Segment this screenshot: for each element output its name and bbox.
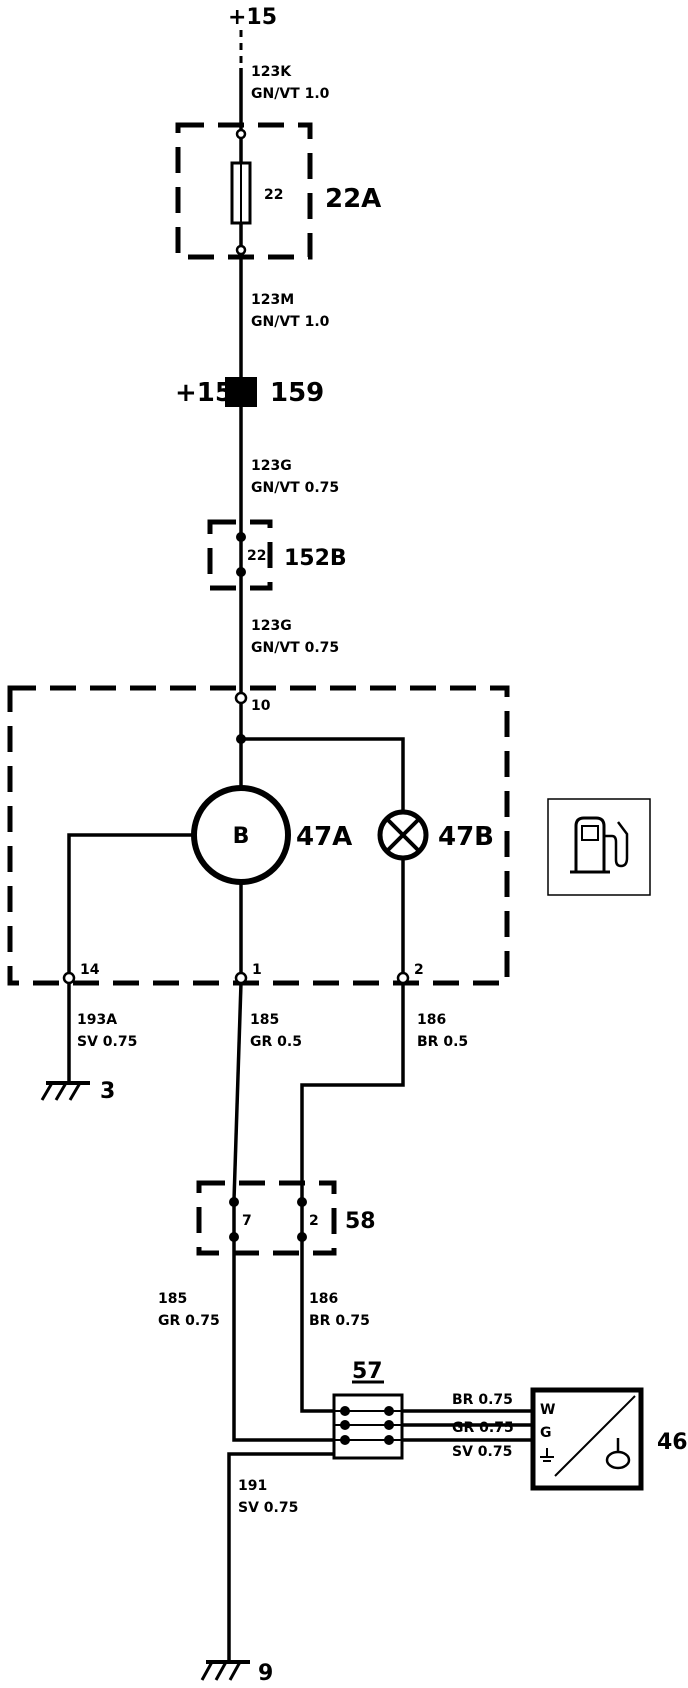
wire-123g-lower-code: 123G — [251, 618, 292, 634]
fuse-top-terminal — [235, 128, 247, 140]
fuse-bottom-terminal — [235, 244, 247, 256]
wire-191-spec: SV 0.75 — [238, 1500, 298, 1516]
junction-159: +15 159 — [175, 377, 324, 408]
wire-gr-to-46-label: GR 0.75 — [452, 1420, 514, 1436]
connector-58-id-label: 58 — [345, 1209, 376, 1234]
connector-152b-id-label: 152B — [284, 546, 347, 571]
wire-br-to-46-label: BR 0.75 — [452, 1392, 513, 1408]
connector-58-pin-a-label: 7 — [242, 1213, 252, 1229]
wire-186-upper-code: 186 — [417, 1012, 446, 1028]
wire-123k-code: 123K — [251, 64, 292, 80]
junction-block — [225, 377, 257, 407]
wire-123g-lower-spec: GN/VT 0.75 — [251, 640, 339, 656]
wire-sv-to-46-label: SV 0.75 — [452, 1444, 512, 1460]
wire-185-upper-spec: GR 0.5 — [250, 1034, 302, 1050]
wire-193a-spec: SV 0.75 — [77, 1034, 137, 1050]
pin-2-terminal — [396, 971, 410, 985]
pin-1-terminal — [234, 971, 248, 985]
junction-id-label: 159 — [270, 378, 324, 408]
wire-185-lower-code: 185 — [158, 1291, 187, 1307]
wire-186-lower-spec: BR 0.75 — [309, 1313, 370, 1329]
sender-g-label: G — [540, 1425, 552, 1441]
sender-float-icon — [605, 1450, 631, 1470]
sender-body — [530, 1387, 644, 1491]
connector-57: 57 — [332, 1359, 404, 1460]
sender-id-label: 46 — [657, 1430, 688, 1455]
wire-191-code: 191 — [238, 1478, 267, 1494]
connector-152b-pin-label: 22 — [247, 548, 266, 564]
fuel-gauge-47a: B 47A — [191, 785, 352, 885]
connector-58: 7 2 58 — [196, 1180, 376, 1256]
wire-123k-spec: GN/VT 1.0 — [251, 86, 330, 102]
pin-10-label: 10 — [251, 698, 271, 714]
wire-123m-spec: GN/VT 1.0 — [251, 314, 330, 330]
fuse-inner-label: 22 — [264, 187, 283, 203]
junction-supply-label: +15 — [175, 378, 233, 408]
pin-14-label: 14 — [80, 962, 100, 978]
wire-123g-upper-spec: GN/VT 0.75 — [251, 480, 339, 496]
wire-193a-code: 193A — [77, 1012, 117, 1028]
wire-191 — [227, 1452, 334, 1662]
fuel-pump-pictogram — [547, 798, 651, 896]
ground-9: 9 — [200, 1660, 273, 1686]
wire-to-lamp — [241, 737, 405, 812]
fuse-22a: 22 22A — [175, 122, 381, 260]
fuse-id-label: 22A — [325, 184, 381, 214]
connector-58-pin-b-label: 2 — [309, 1213, 319, 1229]
supply-label-top: +15 — [228, 5, 277, 30]
pin-10-terminal — [234, 691, 248, 705]
ground-9-label: 9 — [258, 1661, 273, 1686]
wire-186-upper — [300, 983, 405, 1200]
sender-w-label: W — [540, 1402, 555, 1418]
pin-14-terminal — [62, 971, 76, 985]
gauge-symbol: B — [233, 824, 250, 849]
fuel-level-sender-46: W G 46 — [530, 1387, 688, 1491]
wire-185-upper-code: 185 — [250, 1012, 279, 1028]
wire-186-upper-spec: BR 0.5 — [417, 1034, 468, 1050]
ground-3: 3 — [40, 1079, 115, 1104]
wire-185-lower-spec: GR 0.75 — [158, 1313, 220, 1329]
warning-lamp-47b: 47B — [377, 809, 494, 861]
wire-123g-upper-code: 123G — [251, 458, 292, 474]
wire-186-lower — [300, 1237, 334, 1413]
connector-152b: 22 152B — [207, 519, 347, 591]
wire-185-upper — [232, 982, 243, 1201]
wire-gauge-to-pin-14 — [67, 833, 194, 973]
lamp-id-label: 47B — [438, 822, 494, 852]
wire-123m-code: 123M — [251, 292, 294, 308]
pin-1-label: 1 — [252, 962, 262, 978]
gauge-id-label: 47A — [296, 822, 352, 852]
ground-3-label: 3 — [100, 1079, 115, 1104]
wire-185-lower — [232, 1237, 334, 1442]
instrument-cluster-box — [7, 685, 510, 986]
wire-186-lower-code: 186 — [309, 1291, 338, 1307]
pin-2-label: 2 — [414, 962, 424, 978]
connector-57-id-label: 57 — [352, 1359, 383, 1384]
